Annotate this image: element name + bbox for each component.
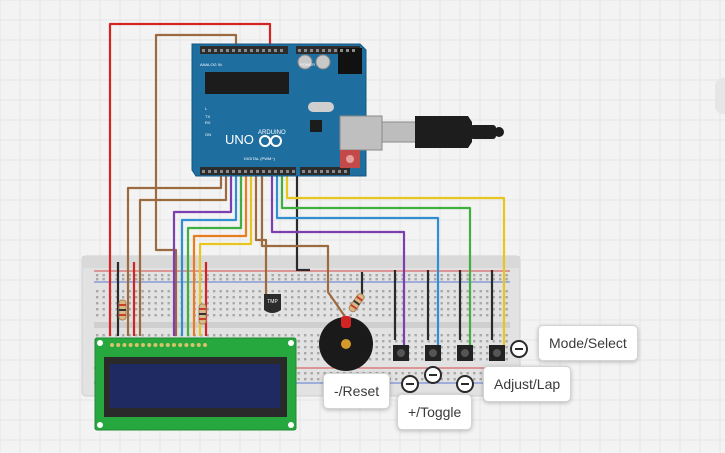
board-brand-label: ARDUINO <box>258 130 286 136</box>
board-model-label: UNO <box>225 132 254 147</box>
pushbutton-1[interactable] <box>393 345 409 361</box>
wire-brown-analog[interactable] <box>154 33 238 336</box>
wire-orange-lcd[interactable] <box>192 170 248 336</box>
wire-red-5v[interactable] <box>108 22 272 336</box>
annotation-adjust-lap[interactable]: Adjust/Lap <box>483 366 572 402</box>
resistor-2[interactable] <box>198 303 207 325</box>
annotation-pin-icon-adjust[interactable] <box>456 375 474 393</box>
rx-led-label: RX <box>205 120 211 125</box>
sensor-label: TMP <box>267 299 278 305</box>
pushbutton-3[interactable] <box>457 345 473 361</box>
wire-blue-lcd[interactable] <box>180 170 238 336</box>
annotation-mode-select[interactable]: Mode/Select <box>538 325 638 361</box>
pushbutton-2[interactable] <box>425 345 441 361</box>
annotation-pin-icon-reset[interactable] <box>401 375 419 393</box>
resistor-1[interactable] <box>118 299 127 321</box>
annotation-toggle[interactable]: +/Toggle <box>397 394 473 430</box>
annotation-pin-icon-toggle[interactable] <box>424 366 442 384</box>
wire-purple-btn1[interactable] <box>270 170 406 350</box>
wire-blue-btn2[interactable] <box>275 170 440 350</box>
wire-purple-lcd[interactable] <box>172 170 233 336</box>
arduino-uno-board[interactable]: UNO ARDUINO ANALOG IN POWER DIGITAL (PWM… <box>191 43 383 177</box>
temperature-sensor[interactable]: TMP <box>264 294 281 313</box>
lcd-display[interactable] <box>94 337 297 431</box>
annotation-pin-icon-mode[interactable] <box>510 340 528 358</box>
wire-brown-buzzer[interactable] <box>260 170 347 319</box>
analog-in-label: ANALOG IN <box>200 62 222 67</box>
resistor-3[interactable] <box>348 293 365 313</box>
power-label: POWER <box>300 62 315 67</box>
side-panel-handle[interactable] <box>715 78 725 114</box>
piezo-buzzer[interactable] <box>319 316 373 371</box>
arduino-logo-icon <box>259 135 282 147</box>
wire-green-btn3[interactable] <box>280 170 472 350</box>
wire-brown-3[interactable] <box>138 170 228 336</box>
lcd-header-pins <box>110 343 207 347</box>
wires <box>108 22 506 350</box>
annotation-reset[interactable]: -/Reset <box>323 373 391 409</box>
wire-yellow-lcd[interactable] <box>198 170 253 336</box>
wire-green-lcd[interactable] <box>186 170 243 336</box>
wire-brown-2[interactable] <box>126 170 223 336</box>
on-led-label: ON <box>205 132 211 137</box>
l-led-label: L <box>205 106 208 111</box>
wire-yellow-btn4[interactable] <box>285 170 506 350</box>
tx-led-label: TX <box>205 114 210 119</box>
digital-label: DIGITAL (PWM~) <box>244 156 276 161</box>
usb-cable[interactable] <box>381 116 504 148</box>
wire-black-gnd[interactable] <box>295 170 310 272</box>
pushbutton-4[interactable] <box>489 345 505 361</box>
board-header-pins <box>202 49 355 173</box>
